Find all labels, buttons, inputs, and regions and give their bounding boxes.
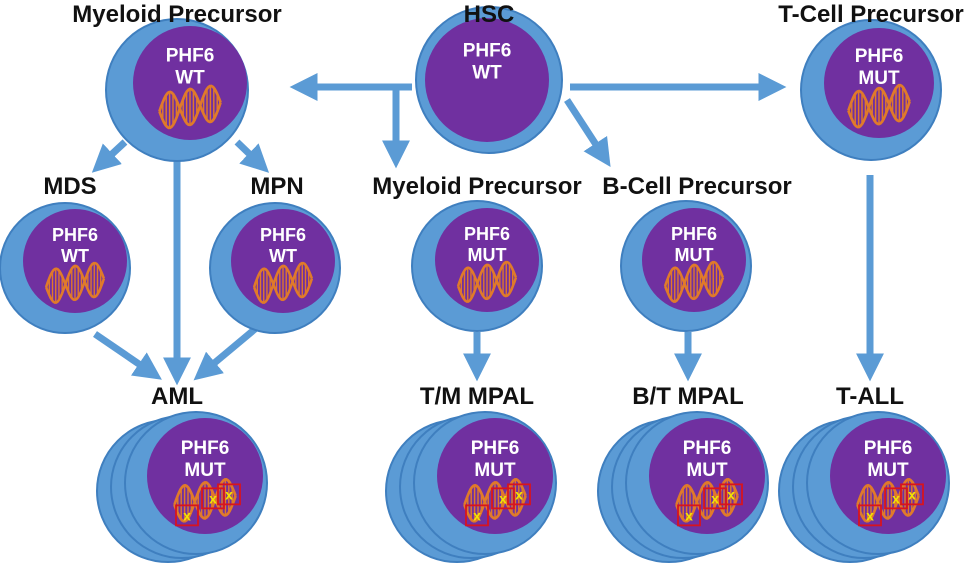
- cell-status-text: WT: [175, 67, 205, 88]
- label-tcell-precursor: T-Cell Precursor: [778, 1, 963, 28]
- label-myeloid-precursor-mid: Myeloid Precursor: [372, 173, 581, 200]
- mutation-mark-icon: x: [677, 504, 701, 527]
- cell-status-text: MUT: [474, 460, 516, 481]
- cell-gene-text: PHF6: [471, 438, 520, 459]
- mutation-mark-text: x: [209, 490, 217, 506]
- mutation-mark-text: x: [908, 486, 916, 502]
- dna-helix-icon: [252, 261, 314, 304]
- mutation-mark-icon: x: [719, 483, 743, 506]
- arrows-layer: [91, 73, 884, 386]
- mutation-mark-text: x: [225, 486, 233, 502]
- dna-helix-icon: [44, 261, 106, 304]
- arrow-hsc-to-bcell: [564, 98, 611, 168]
- mutation-mark-icon: x: [507, 483, 531, 506]
- label-t-all: T-ALL: [836, 383, 904, 410]
- cell-status-text: WT: [61, 246, 89, 266]
- mutation-mark-icon: x: [703, 487, 727, 510]
- label-bt-mpal: B/T MPAL: [632, 383, 744, 410]
- cell-status-text: MUT: [184, 460, 226, 481]
- cell-status-text: MUT: [468, 245, 507, 265]
- arrow-mds-to-aml: [93, 331, 162, 380]
- cell-gene-text: PHF6: [463, 40, 512, 61]
- cell-status-text: MUT: [858, 68, 900, 89]
- cell-gene-text: PHF6: [52, 225, 98, 245]
- cell-status-text: MUT: [867, 460, 909, 481]
- label-aml: AML: [151, 383, 203, 410]
- arrow-hsc-to-myeloid-mid: [382, 83, 412, 169]
- cell-gene-text: PHF6: [464, 224, 510, 244]
- cell-gene-text: PHF6: [260, 225, 306, 245]
- dna-helix-icon: [456, 260, 518, 303]
- arrow-myeloid-to-mpn: [234, 139, 270, 173]
- label-mpn: MPN: [250, 173, 303, 200]
- cell-gene-text: PHF6: [166, 45, 215, 66]
- dna-helix-icon: [663, 260, 725, 303]
- mutation-mark-text: x: [473, 507, 481, 523]
- mutation-mark-icon: x: [900, 483, 924, 506]
- label-myeloid-precursor-top: Myeloid Precursor: [72, 1, 281, 28]
- mutation-mark-icon: x: [884, 487, 908, 510]
- arrow-mpn-to-aml: [193, 326, 258, 381]
- dna-helix-icon: [847, 83, 911, 129]
- mutation-mark-text: x: [499, 490, 507, 506]
- mutation-mark-icon: x: [491, 487, 515, 510]
- mutation-mark-text: x: [711, 490, 719, 506]
- cell-status-text: WT: [269, 246, 297, 266]
- mutation-mark-icon: x: [175, 504, 199, 527]
- cell-status-text: MUT: [675, 245, 714, 265]
- cell-gene-text: PHF6: [864, 438, 913, 459]
- cell-gene-text: PHF6: [855, 46, 904, 67]
- cell-gene-text: PHF6: [671, 224, 717, 244]
- cells-layer: PHF6WTPHF6WTPHF6MUTPHF6WTPHF6WTPHF6MUTPH…: [0, 6, 950, 563]
- arrow-myeloid-to-mds: [91, 139, 128, 173]
- cell-gene-text: PHF6: [683, 438, 732, 459]
- mutation-mark-icon: x: [201, 487, 225, 510]
- nucleus: [425, 18, 549, 142]
- label-bcell-precursor: B-Cell Precursor: [602, 173, 791, 200]
- mutation-mark-icon: x: [858, 504, 882, 527]
- cell-status-text: MUT: [686, 460, 728, 481]
- mutation-mark-icon: x: [465, 504, 489, 527]
- label-hsc: HSC: [464, 1, 515, 28]
- mutation-mark-icon: x: [217, 483, 241, 506]
- mutation-mark-text: x: [727, 486, 735, 502]
- mutation-mark-text: x: [685, 507, 693, 523]
- mutation-mark-text: x: [866, 507, 874, 523]
- cell-status-text: WT: [472, 62, 502, 83]
- label-mds: MDS: [43, 173, 96, 200]
- mutation-mark-text: x: [892, 490, 900, 506]
- cell-gene-text: PHF6: [181, 438, 230, 459]
- mutation-mark-text: x: [183, 507, 191, 523]
- mutation-mark-text: x: [515, 486, 523, 502]
- labels-layer: Myeloid Precursor HSC T-Cell Precursor M…: [43, 1, 963, 410]
- dna-helix-icon: [158, 84, 222, 130]
- label-tm-mpal: T/M MPAL: [420, 383, 534, 410]
